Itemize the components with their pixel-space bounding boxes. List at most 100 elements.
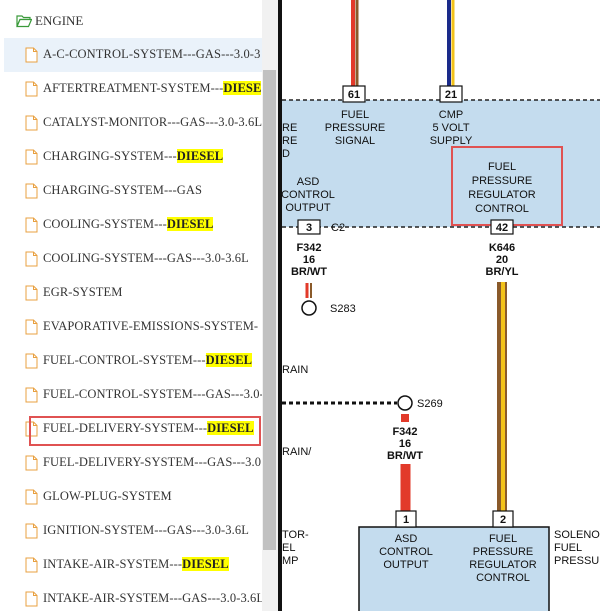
highlight-term: DIESEL: [182, 557, 229, 571]
pin-3: 3: [306, 222, 312, 234]
tree-item[interactable]: CATALYST-MONITOR---GAS---3.0-3.6L: [4, 106, 262, 140]
svg-text:CONTROL: CONTROL: [475, 203, 529, 215]
tree-item[interactable]: EGR-SYSTEM: [4, 276, 262, 310]
document-icon: [25, 523, 38, 539]
connector-c2: C2: [331, 222, 345, 234]
pin-2: 2: [500, 514, 506, 526]
svg-text:20: 20: [496, 254, 508, 266]
wire-top-left: [351, 0, 359, 86]
tree-item-label: INTAKE-AIR-SYSTEM---DIESEL: [43, 557, 229, 571]
svg-text:MP: MP: [282, 555, 299, 567]
label-fuel-pressure-signal: FUEL PRESSURE SIGNAL: [325, 109, 386, 147]
wiring-diagram[interactable]: 61 2 1 FUEL PRESSURE SIGNAL CMP 5 VOLT SU…: [282, 0, 600, 611]
tree-item-label: COOLING-SYSTEM---GAS---3.0-3.6L: [43, 251, 249, 265]
document-icon: [25, 217, 38, 233]
document-icon: [25, 115, 38, 131]
tree-item-label: INTAKE-AIR-SYSTEM---GAS---3.0-3.6L: [43, 591, 262, 605]
tree-item[interactable]: CHARGING-SYSTEM---DIESEL: [4, 140, 262, 174]
tree-item[interactable]: FUEL-DELIVERY-SYSTEM---GAS---3.0: [4, 446, 262, 480]
scrollbar-thumb[interactable]: [263, 70, 276, 550]
tree-item[interactable]: CHARGING-SYSTEM---GAS: [4, 174, 262, 208]
svg-text:SUPPLY: SUPPLY: [430, 135, 473, 147]
svg-text:K646: K646: [489, 242, 515, 254]
wire-label-f342-a: F342 16 BR/WT: [291, 242, 327, 278]
panel-divider[interactable]: [278, 0, 282, 611]
svg-text:F342: F342: [296, 242, 321, 254]
tree-item-label: FUEL-DELIVERY-SYSTEM---GAS---3.0: [43, 455, 262, 469]
document-icon: [25, 387, 38, 403]
folder-open-icon: [16, 15, 32, 28]
tree-item[interactable]: GLOW-PLUG-SYSTEM: [4, 480, 262, 514]
svg-text:FUEL: FUEL: [341, 109, 369, 121]
label-fuel-pressure-regulator-control-bottom: FUEL PRESSURE REGULATOR CONTROL: [469, 533, 536, 584]
tree-item[interactable]: INTAKE-AIR-SYSTEM---GAS---3.0-3.6L: [4, 582, 262, 611]
svg-text:RE: RE: [282, 122, 297, 134]
wire-label-f342-b: F342 16 BR/WT: [387, 426, 423, 462]
tree-item-label: CHARGING-SYSTEM---DIESEL: [43, 149, 224, 163]
highlight-term: DIESEL: [205, 353, 253, 367]
document-icon: [25, 81, 38, 97]
tree-item[interactable]: INTAKE-AIR-SYSTEM---DIESEL: [4, 548, 262, 582]
document-icon: [25, 455, 38, 471]
document-icon: [25, 251, 38, 267]
tree-item[interactable]: FUEL-CONTROL-SYSTEM---DIESEL: [4, 344, 262, 378]
svg-text:16: 16: [303, 254, 315, 266]
tree-item-label: COOLING-SYSTEM---DIESEL: [43, 217, 214, 231]
tree-item[interactable]: FUEL-DELIVERY-SYSTEM---DIESEL: [4, 412, 262, 446]
tree-item-label: GLOW-PLUG-SYSTEM: [43, 489, 172, 503]
document-icon: [25, 353, 38, 369]
document-icon: [25, 489, 38, 505]
pin-1: 1: [403, 514, 409, 526]
svg-text:FUEL: FUEL: [554, 542, 582, 554]
svg-text:CONTROL: CONTROL: [476, 572, 530, 584]
svg-text:EL: EL: [282, 542, 295, 554]
tree-item[interactable]: A-C-CONTROL-SYSTEM---GAS---3.0-3: [4, 38, 262, 72]
document-icon: [25, 557, 38, 573]
label-asd-control-output-bottom: ASD CONTROL OUTPUT: [379, 533, 433, 571]
svg-text:F342: F342: [392, 426, 417, 438]
wire-f342-red: [400, 464, 411, 512]
tree-item[interactable]: COOLING-SYSTEM---GAS---3.0-3.6L: [4, 242, 262, 276]
label-solenoid: SOLENO FUEL PRESSU: [554, 529, 600, 567]
svg-text:PRESSURE: PRESSURE: [325, 122, 386, 134]
document-icon: [25, 319, 38, 335]
highlight-term: DIESEL: [176, 149, 224, 163]
tree-item[interactable]: COOLING-SYSTEM---DIESEL: [4, 208, 262, 242]
pin-61: 61: [348, 89, 360, 101]
folder-engine[interactable]: ENGINE: [0, 4, 262, 38]
tree-item[interactable]: FUEL-CONTROL-SYSTEM---GAS---3.0-: [4, 378, 262, 412]
splice-s269: S269: [417, 398, 443, 410]
wire-label-k646: K646 20 BR/YL: [486, 242, 519, 278]
splice-s283: S283: [330, 303, 356, 315]
tree-item[interactable]: EVAPORATIVE-EMISSIONS-SYSTEM-: [4, 310, 262, 344]
pin-42: 42: [496, 222, 508, 234]
document-icon: [25, 591, 38, 607]
wire-f342-short: [305, 283, 312, 298]
svg-text:BR/YL: BR/YL: [486, 266, 519, 278]
svg-text:BR/WT: BR/WT: [291, 266, 327, 278]
document-icon: [25, 149, 38, 165]
tree-item-label: EGR-SYSTEM: [43, 285, 123, 299]
splice-s283-icon: [301, 300, 317, 316]
svg-text:FUEL: FUEL: [489, 533, 517, 545]
pcm-module-band: [282, 100, 600, 227]
svg-text:CONTROL: CONTROL: [282, 189, 335, 201]
svg-text:PRESSURE: PRESSURE: [472, 175, 533, 187]
highlight-term: DIESEL: [166, 217, 214, 231]
svg-text:CMP: CMP: [439, 109, 463, 121]
tree-item-label: FUEL-DELIVERY-SYSTEM---DIESEL: [43, 421, 254, 435]
tree-item-label: EVAPORATIVE-EMISSIONS-SYSTEM-: [43, 319, 259, 333]
svg-text:ASD: ASD: [395, 533, 418, 545]
highlight-term: DIESEL: [207, 421, 254, 435]
document-icon: [25, 47, 38, 63]
tree-item[interactable]: IGNITION-SYSTEM---GAS---3.0-3.6L: [4, 514, 262, 548]
svg-text:PRESSU: PRESSU: [554, 555, 599, 567]
tree-item-label: CATALYST-MONITOR---GAS---3.0-3.6L: [43, 115, 262, 129]
tree-item[interactable]: AFTERTREATMENT-SYSTEM---DIESE: [4, 72, 262, 106]
document-icon: [25, 421, 38, 437]
wire-k646: [497, 282, 507, 512]
svg-text:5 VOLT: 5 VOLT: [432, 122, 469, 134]
tree-item-label: AFTERTREATMENT-SYSTEM---DIESE: [43, 81, 262, 95]
tree-item-label: IGNITION-SYSTEM---GAS---3.0-3.6L: [43, 523, 249, 537]
